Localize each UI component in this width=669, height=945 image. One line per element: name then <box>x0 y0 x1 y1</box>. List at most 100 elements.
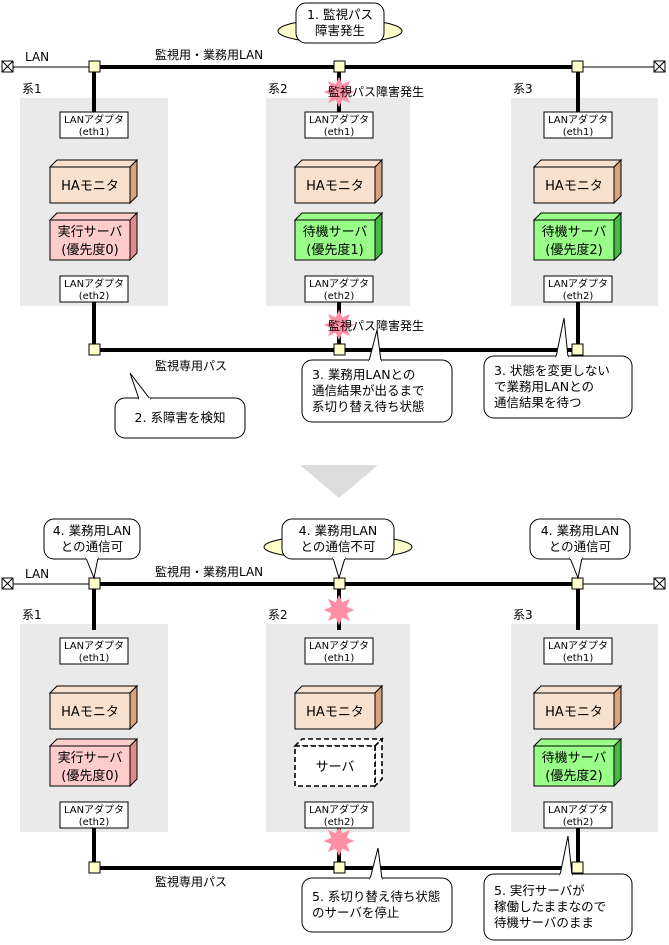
connection-node <box>88 343 101 356</box>
server-priority: (優先度1) <box>306 242 363 258</box>
adapter-label: (eth2) <box>79 291 110 302</box>
fault-label: 監視パス障害発生 <box>328 318 424 333</box>
callout-tail <box>85 557 99 580</box>
system-1-bottom: 系1LANアダプタ(eth1)HAモニタ実行サーバ(優先度0)LANアダプタ(e… <box>22 608 139 829</box>
lan-adapter-eth1 <box>59 111 129 139</box>
adapter-label: LANアダプタ <box>548 277 608 290</box>
server-priority: (優先度0) <box>61 768 118 784</box>
adapter-label: LANアダプタ <box>309 113 369 126</box>
fault-burst-icon <box>323 76 355 108</box>
system-label: 系3 <box>513 82 533 96</box>
fault-label: 監視パス障害発生 <box>328 84 424 99</box>
private-path-label: 監視専用パス <box>155 358 227 373</box>
callout-text: 通信結果が出るまで <box>312 383 425 398</box>
adapter-label: LANアダプタ <box>548 803 608 816</box>
lan-terminators <box>1 60 666 590</box>
system-2-top: 系2LANアダプタ(eth1)HAモニタ待機サーバ(優先度1)LANアダプタ(e… <box>268 82 384 303</box>
adapter-label: (eth1) <box>563 653 594 664</box>
ha-monitor-box <box>48 684 139 731</box>
connection-node <box>333 861 346 874</box>
fault-burst-icon <box>323 309 355 341</box>
system-label: 系1 <box>22 82 42 96</box>
lan-adapter-eth1 <box>304 111 374 139</box>
ha-monitor-label: HAモニタ <box>306 179 364 194</box>
system-label: 系2 <box>268 608 288 622</box>
callout-text: 待機サーバのまま <box>494 915 594 930</box>
adapter-label: LANアダプタ <box>64 639 124 652</box>
callout-text: 1. 監視パス <box>307 7 373 22</box>
network-label: 監視用・業務用LAN <box>155 47 263 62</box>
callout-text: 5. 実行サーバが <box>494 883 585 898</box>
adapter-label: LANアダプタ <box>64 277 124 290</box>
server-priority: (優先度2) <box>545 242 602 258</box>
callout-box <box>295 2 385 44</box>
lan-adapter-eth1 <box>543 637 613 665</box>
adapter-label: LANアダプタ <box>309 803 369 816</box>
callout-tail <box>559 835 573 876</box>
callout-text: のサーバを停止 <box>312 905 399 920</box>
connection-node <box>571 60 584 73</box>
adapter-label: (eth1) <box>324 653 355 664</box>
callout-tail <box>369 847 383 880</box>
adapter-label: LANアダプタ <box>548 639 608 652</box>
connection-node <box>571 343 584 356</box>
callout-box <box>483 873 633 941</box>
ha-monitor-box <box>532 684 623 731</box>
callout-text: との通信可 <box>549 539 611 554</box>
server-label: 待機サーバ <box>542 751 607 766</box>
callout-text: 3. 業務用LANとの <box>312 367 415 382</box>
system-3-top: 系3LANアダプタ(eth1)HAモニタ待機サーバ(優先度2)LANアダプタ(e… <box>513 82 623 303</box>
lan-adapter-eth2 <box>543 275 613 303</box>
callout-text: 4. 業務用LAN <box>299 523 378 538</box>
transition-arrow-icon <box>300 465 378 498</box>
lan-label: LAN <box>25 50 49 64</box>
system-3-bottom: 系3LANアダプタ(eth1)HAモニタ待機サーバ(優先度2)LANアダプタ(e… <box>513 608 623 829</box>
lan-adapter-eth2 <box>59 275 129 303</box>
fault-burst-icon <box>323 594 355 626</box>
terminator-icon <box>1 577 14 590</box>
standby-server-box <box>532 211 623 262</box>
server-label: 実行サーバ <box>58 750 123 766</box>
server-label: 実行サーバ <box>58 224 123 240</box>
ha-monitor-box <box>48 158 139 205</box>
ha-monitor-label: HAモニタ <box>61 705 119 720</box>
lan-adapter-eth1 <box>543 111 613 139</box>
adapter-label: LANアダプタ <box>548 113 608 126</box>
adapter-label: LANアダプタ <box>309 639 369 652</box>
ha-monitor-label: HAモニタ <box>545 179 603 194</box>
callout-text: との通信可 <box>61 539 123 554</box>
adapter-label: (eth1) <box>79 653 110 664</box>
callout-text: 2. 系障害を検知 <box>135 410 226 425</box>
callout-tail <box>555 317 569 358</box>
connection-node <box>88 60 101 73</box>
adapter-label: LANアダプタ <box>309 277 369 290</box>
callout-text: 系切り替え待ち状態 <box>312 399 425 414</box>
callout-text: との通信不可 <box>301 539 376 554</box>
ha-monitor-box <box>293 684 384 731</box>
callout-text: で業務用LANとの <box>494 379 594 394</box>
standby-server-box <box>532 737 623 788</box>
server-priority: (優先度0) <box>61 242 118 258</box>
active-server-box <box>48 737 139 788</box>
callout-text: 通信結果を待つ <box>494 395 582 410</box>
terminator-icon <box>653 577 666 590</box>
connection-node <box>333 60 346 73</box>
network-label: 監視用・業務用LAN <box>155 564 263 579</box>
adapter-label: LANアダプタ <box>64 113 124 126</box>
system-label: 系1 <box>22 608 42 622</box>
fault-bursts <box>323 76 355 857</box>
callout-text: 5. 系切り替え待ち状態 <box>312 889 440 904</box>
system-label: 系2 <box>268 82 288 96</box>
callout-text: 3. 状態を変更しない <box>494 363 610 378</box>
lan-adapter-eth1 <box>304 637 374 665</box>
connection-node <box>571 861 584 874</box>
callout-tail <box>569 557 583 580</box>
adapter-label: (eth1) <box>563 127 594 138</box>
